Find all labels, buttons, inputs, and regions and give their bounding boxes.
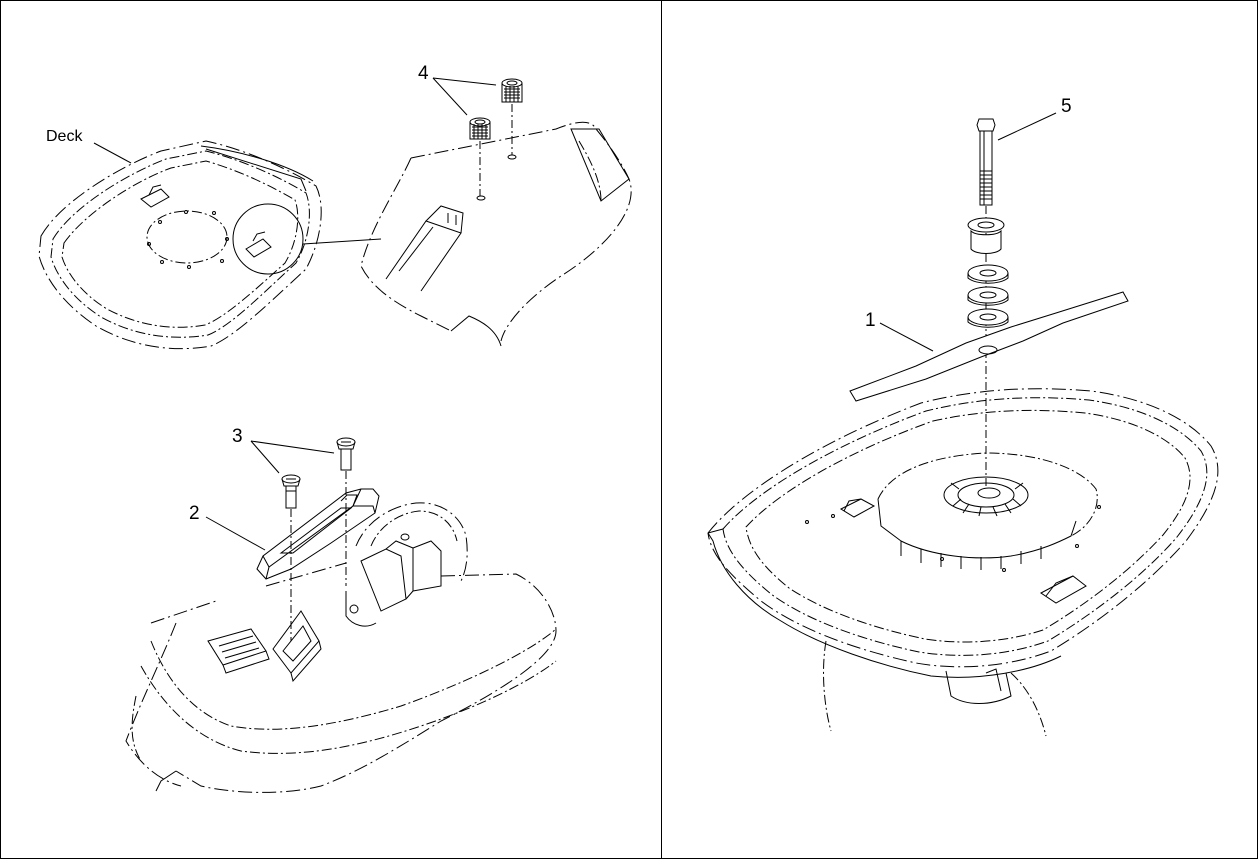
wear-pads [207,610,322,683]
bushing-pair [432,77,523,196]
callout-2: 2 [189,503,200,524]
callout-5: 5 [1061,96,1072,117]
screw-pair [205,437,356,551]
panel-divider [661,1,662,858]
pulley-housing [345,502,468,627]
deck-corner-detail [360,121,632,347]
blade-stack [849,112,1129,496]
mower-deck [707,388,1219,737]
rear-deck-section [125,562,557,793]
callout-1: 1 [865,310,876,331]
callout-3: 3 [232,426,243,447]
deck-overview [38,140,382,350]
callout-4: 4 [418,63,429,84]
deflector-bracket [256,471,380,641]
deck-label: Deck [46,128,83,145]
